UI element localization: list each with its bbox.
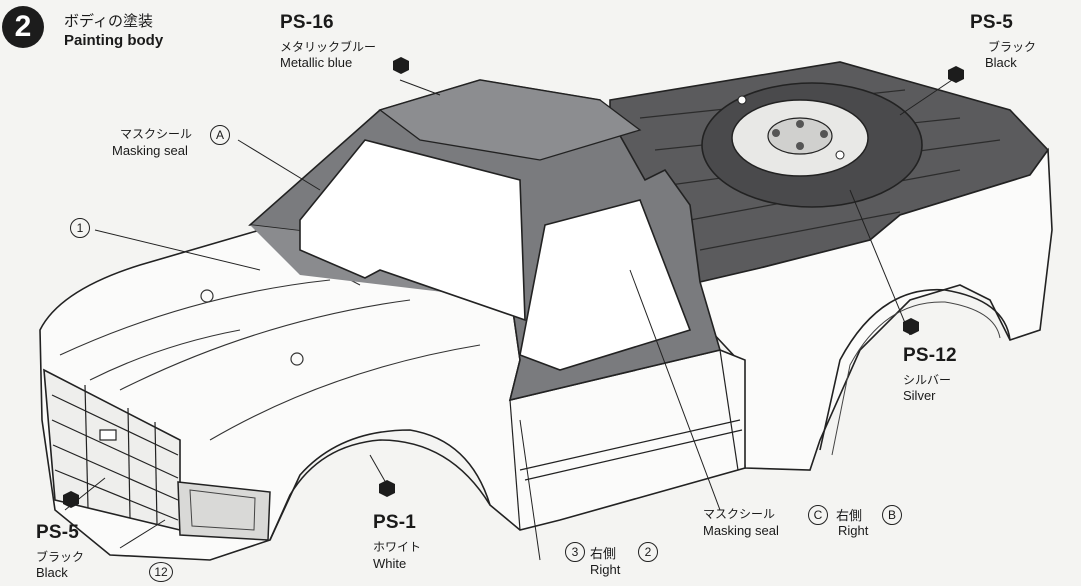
paint-ps5-top-code: PS-5 [970, 12, 1014, 33]
step-title-jp: ボディの塗装 [64, 12, 153, 30]
masking-seal-c-jp: マスクシール [703, 507, 776, 521]
marker-12: 12 [149, 562, 173, 582]
paint-ps5-bottom-en: Black [36, 565, 68, 580]
windshield [299, 139, 526, 322]
masking-seal-c-en: Masking seal [703, 523, 779, 538]
marker-1: 1 [70, 218, 90, 238]
marker-b-en: Right [838, 523, 869, 538]
paint-ps12-jp: シルバー [903, 373, 952, 387]
marker-c: C [808, 505, 828, 525]
paint-ps16-jp: メタリックブルー [280, 40, 377, 54]
paint-ps5-bottom-code: PS-5 [36, 522, 80, 543]
door-lines [509, 349, 743, 531]
marker-3-2-en: Right [590, 562, 621, 577]
paint-ps1-en: White [373, 556, 407, 571]
paint-ps5-top-jp: ブラック [988, 40, 1037, 54]
paint-ps5-top-en: Black [985, 55, 1017, 70]
hood-hole-left [200, 289, 214, 303]
masking-seal-a-jp: マスクシール [120, 127, 193, 141]
hood-hole-right [290, 352, 304, 366]
marker-b: B [882, 505, 902, 525]
step-title-en: Painting body [64, 32, 164, 49]
paint-ps16-code: PS-16 [280, 12, 334, 33]
step-number-badge: 2 [2, 6, 44, 48]
marker-a: A [210, 125, 230, 145]
paint-ps12-en: Silver [903, 388, 936, 403]
marker-3: 3 [565, 542, 585, 562]
marker-2: 2 [638, 542, 658, 562]
cab-roof-top [378, 79, 642, 161]
paint-ps1-code: PS-1 [373, 512, 417, 533]
leader-lines [64, 77, 956, 561]
paint-markers [63, 57, 964, 508]
spare-tire [701, 82, 923, 208]
paint-ps5-bottom-jp: ブラック [36, 550, 85, 564]
masking-seal-a-en: Masking seal [112, 143, 188, 158]
front-wheel-arch [269, 439, 491, 541]
paint-ps16-en: Metallic blue [280, 55, 353, 70]
side-window [519, 199, 692, 371]
main-body [39, 194, 746, 561]
marker-3-2-jp: 右側 [590, 547, 617, 562]
rear-wheel-arch [819, 288, 1011, 451]
paint-ps12-code: PS-12 [903, 345, 957, 366]
paint-ps1-jp: ホワイト [373, 540, 422, 554]
hood-lines [59, 249, 481, 441]
headlight [177, 481, 271, 541]
marker-b-jp: 右側 [836, 509, 863, 524]
